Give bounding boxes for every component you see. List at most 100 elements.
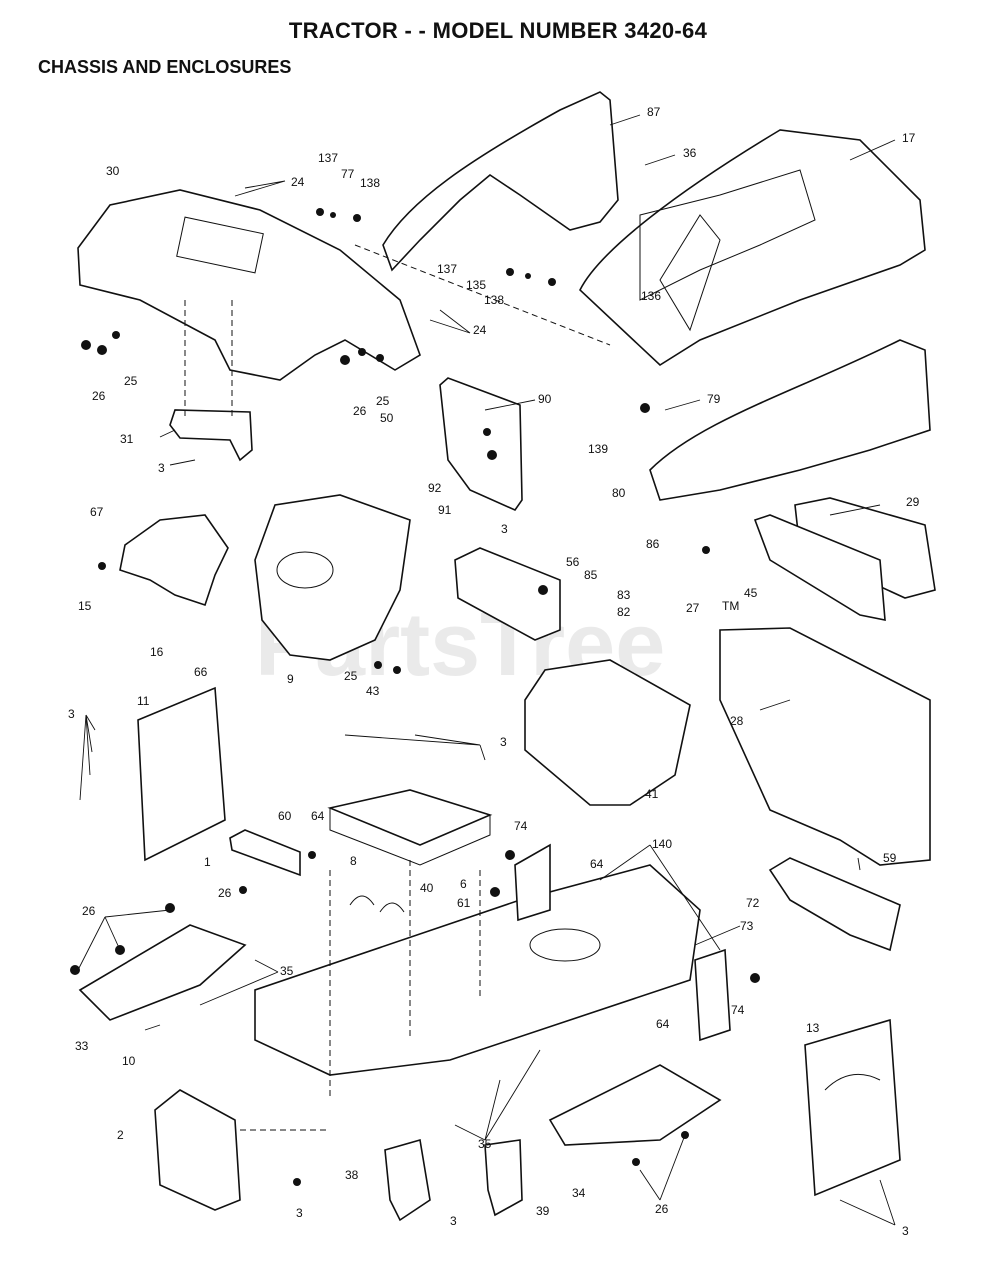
part-72-bracket [768, 857, 901, 952]
watermark-tm: TM [722, 599, 739, 613]
callout-10: 10 [122, 1054, 136, 1068]
part-30-fender [77, 189, 421, 381]
callout-77: 77 [341, 167, 355, 181]
callout-140: 140 [652, 837, 672, 851]
part-11-plate [137, 686, 226, 862]
part-2-plate [154, 1089, 241, 1211]
callout-56: 56 [566, 555, 580, 569]
part-31-bracket [169, 409, 253, 462]
callout-79: 79 [707, 392, 721, 406]
callout-26e: 26 [655, 1202, 669, 1216]
callout-3d: 3 [500, 735, 507, 749]
callout-87: 87 [647, 105, 661, 119]
callout-2: 2 [117, 1128, 124, 1142]
callout-25b: 25 [376, 394, 390, 408]
callout-3e: 3 [296, 1206, 303, 1220]
callout-50: 50 [380, 411, 394, 425]
callout-83: 83 [617, 588, 631, 602]
callout-13: 13 [806, 1021, 820, 1035]
part-8-clips [349, 895, 405, 913]
callout-66: 66 [194, 665, 208, 679]
callout-labels: 87 17 36 30 24 137 77 138 137 135 138 13… [68, 105, 920, 1238]
callout-33: 33 [75, 1039, 89, 1053]
callout-25c: 25 [344, 669, 358, 683]
part-28-grille [719, 627, 931, 866]
callout-137b: 137 [437, 262, 457, 276]
callout-135: 135 [466, 278, 486, 292]
callout-59: 61 [457, 896, 471, 910]
callout-74b: 74 [731, 1003, 745, 1017]
callout-3b: 3 [501, 522, 508, 536]
part-50-bracket [439, 377, 523, 511]
callout-27: 27 [686, 601, 700, 615]
callout-86: 86 [646, 537, 660, 551]
callout-25a: 25 [124, 374, 138, 388]
callout-74a: 74 [514, 819, 528, 833]
callout-29: 29 [906, 495, 920, 509]
callout-67: 67 [90, 505, 104, 519]
callout-1: 73 [740, 919, 754, 933]
part-87-side-panel [382, 91, 619, 272]
callout-139: 139 [588, 442, 608, 456]
part-140-plate [514, 843, 551, 922]
part-13-plate [804, 1018, 901, 1197]
callout-43: 43 [366, 684, 380, 698]
part-34-footrest [548, 1064, 722, 1146]
part-6-box [327, 789, 493, 846]
callout-138b: 138 [484, 293, 504, 307]
callout-26c: 26 [218, 886, 232, 900]
callout-17: 17 [902, 131, 916, 145]
callout-91: 91 [438, 503, 452, 517]
callout-11: 11 [137, 694, 150, 708]
callout-15: 15 [78, 599, 92, 613]
callout-26d: 26 [82, 904, 96, 918]
callout-6: 6 [460, 877, 467, 891]
callout-64: 41 [645, 787, 659, 801]
callout-28: 28 [730, 714, 744, 728]
leader-lines [77, 114, 896, 1226]
part-17-hood [579, 129, 926, 367]
callout-80: 80 [612, 486, 626, 500]
part-38-bracket [384, 1138, 431, 1222]
callout-31: 31 [120, 432, 134, 446]
callout-138a: 138 [360, 176, 380, 190]
callout-61: 1 [204, 855, 211, 869]
callout-60b: 64 [590, 857, 604, 871]
callout-24b: 24 [473, 323, 487, 337]
callout-41: 60 [278, 809, 292, 823]
callout-39: 39 [536, 1204, 550, 1218]
callout-136: 136 [641, 289, 661, 303]
callout-60c: 64 [656, 1017, 670, 1031]
part-56-panel [454, 547, 561, 641]
callout-45: 45 [744, 586, 758, 600]
part-66-cover [119, 514, 229, 607]
callout-3g: 3 [902, 1224, 909, 1238]
callout-73: 59 [883, 851, 897, 865]
callout-36: 36 [683, 146, 697, 160]
callout-9: 9 [287, 672, 294, 686]
callout-72: 72 [746, 896, 760, 910]
part-64-shroud [524, 659, 691, 806]
callout-26b: 26 [353, 404, 367, 418]
callout-24a: 24 [291, 175, 305, 189]
part-39-bracket [484, 1139, 523, 1217]
part-1-frame [254, 864, 701, 1076]
callout-26a: 26 [92, 389, 106, 403]
callout-3f: 3 [450, 1214, 457, 1228]
callout-3c: 3 [68, 707, 75, 721]
callout-40: 40 [420, 881, 434, 895]
callout-34: 34 [572, 1186, 586, 1200]
callout-60a: 64 [311, 809, 325, 823]
part-9-dash [254, 494, 411, 661]
part-33-footrest [78, 924, 247, 1021]
section-title: CHASSIS AND ENCLOSURES [38, 57, 292, 77]
callout-137a: 137 [318, 151, 338, 165]
callout-35b: 35 [478, 1137, 492, 1151]
callout-92: 92 [428, 481, 442, 495]
callout-35a: 35 [280, 964, 294, 978]
callout-8: 8 [350, 854, 357, 868]
hardware-fasteners [70, 208, 760, 1186]
callout-38: 38 [345, 1168, 359, 1182]
callout-16: 16 [150, 645, 164, 659]
